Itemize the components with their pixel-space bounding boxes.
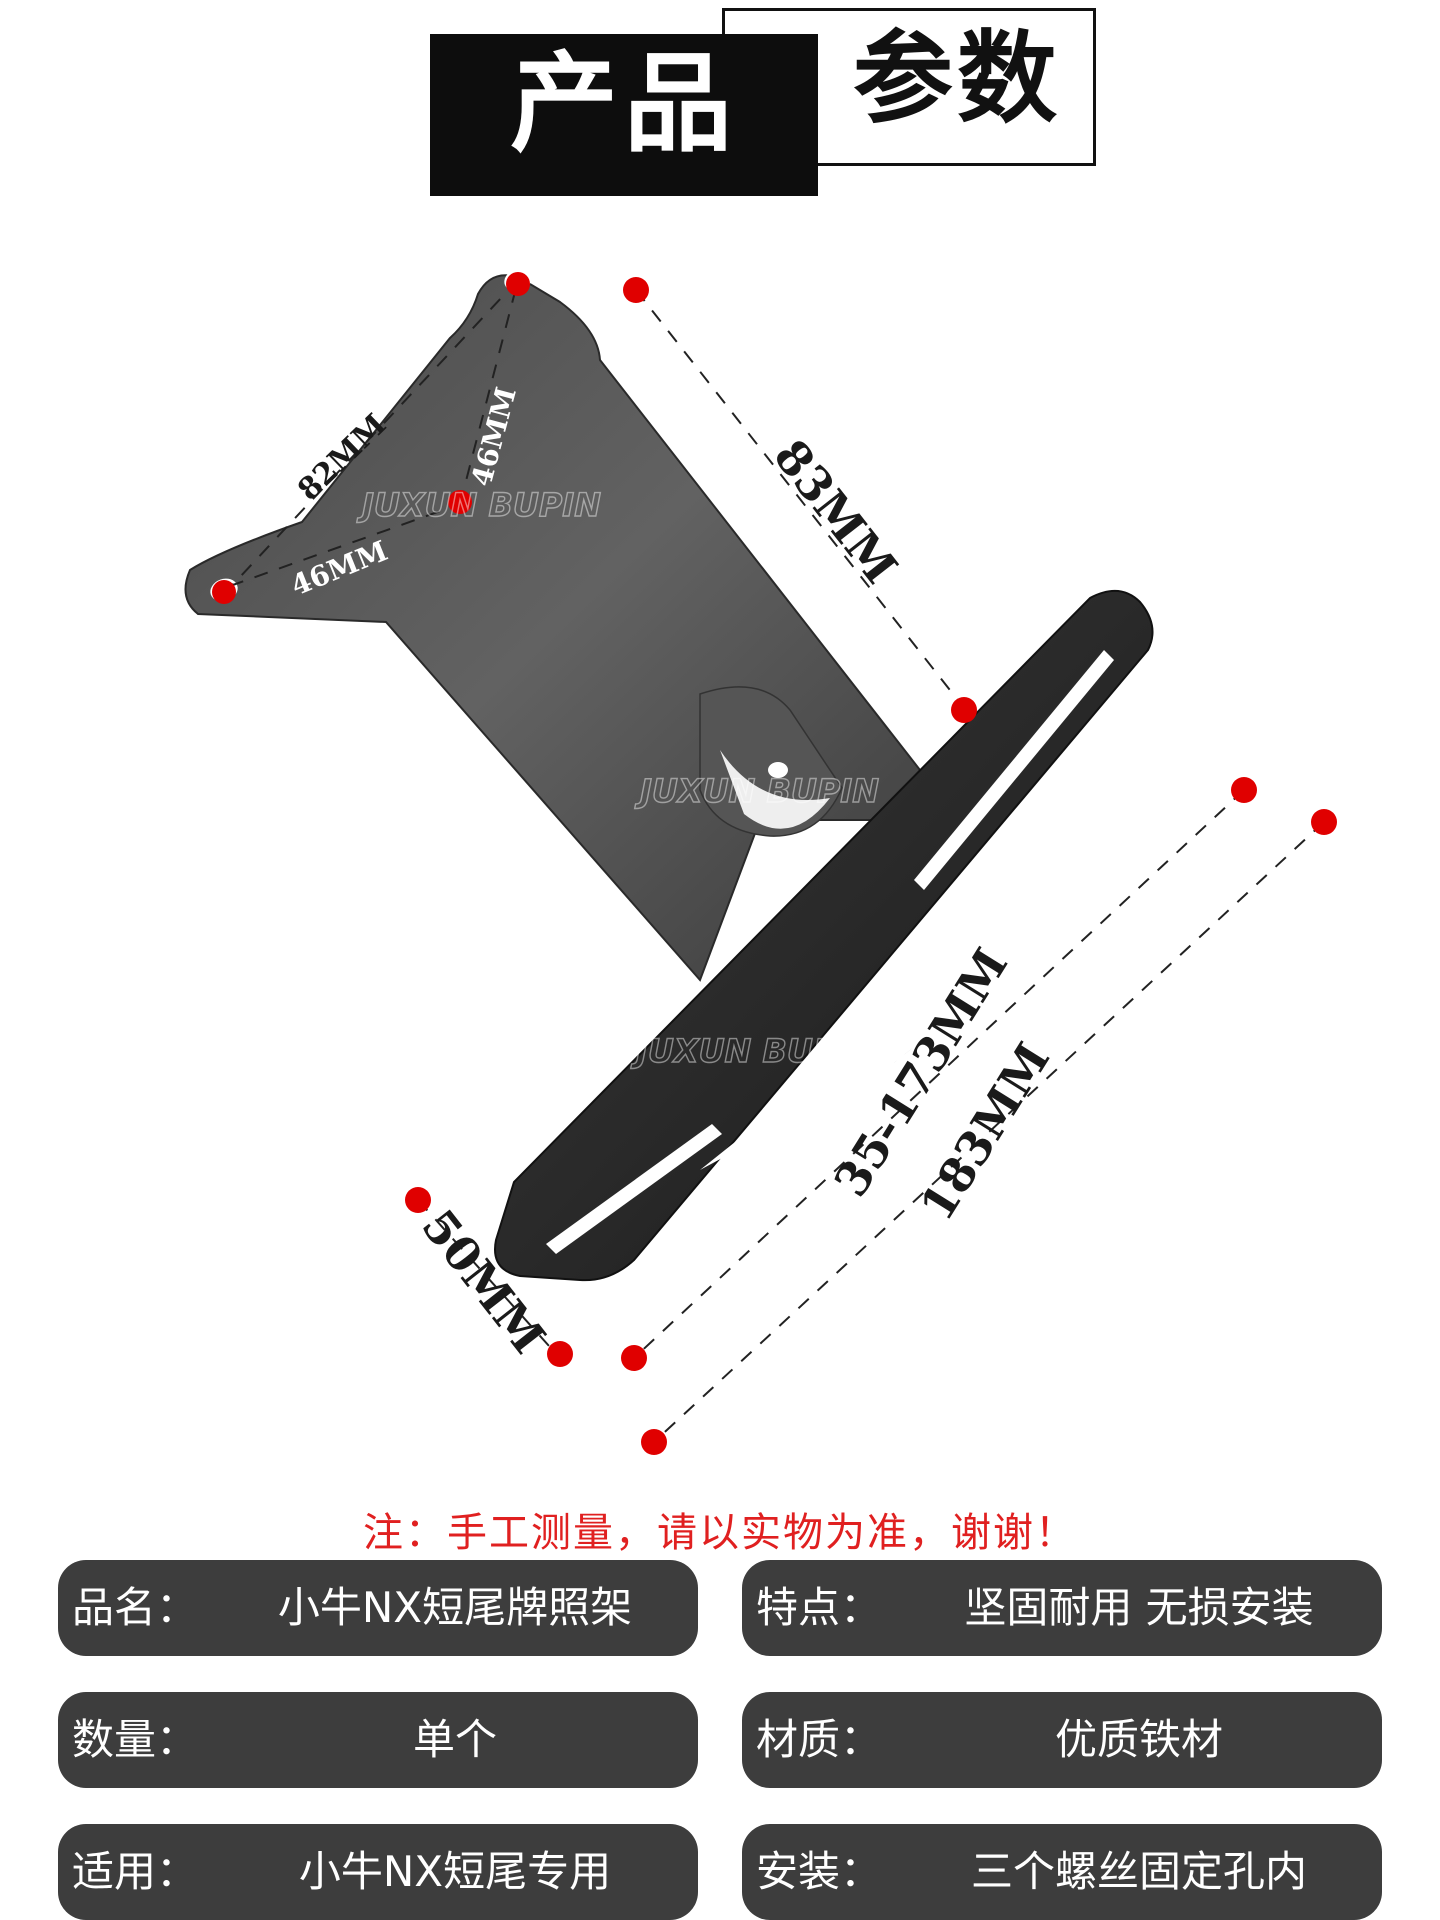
plate-cutout-right xyxy=(998,886,1058,970)
spec-value: 单个 xyxy=(412,1715,497,1764)
spec-item-product-name: 品名： 小牛NX短尾牌照架 xyxy=(58,1560,698,1656)
spec-key: 材质： xyxy=(756,1715,883,1764)
title-black-box xyxy=(430,34,818,196)
spec-grid: 品名： 小牛NX短尾牌照架 特点： 坚固耐用 无损安装 数量： 单个 材质： 优… xyxy=(58,1560,1382,1920)
spec-item-features: 特点： 坚固耐用 无损安装 xyxy=(742,1560,1382,1656)
dim-label-length: 83MM xyxy=(763,430,908,594)
spec-value: 坚固耐用 无损安装 xyxy=(964,1583,1314,1632)
plate-slot-lower xyxy=(546,1124,722,1254)
watermark-text-3: JUXUN BUPIN xyxy=(630,1032,875,1070)
plate-cutout-left xyxy=(906,884,992,1034)
spec-item-material: 材质： 优质铁材 xyxy=(742,1692,1382,1788)
spec-value: 小牛NX短尾牌照架 xyxy=(277,1583,633,1632)
watermark-text-2: JUXUN BUPIN xyxy=(634,772,879,810)
spec-key: 适用： xyxy=(72,1847,199,1896)
plate-cutout-bottom xyxy=(700,1090,848,1170)
title-right-text: 参数 xyxy=(853,19,1061,137)
spec-value: 三个螺丝固定孔内 xyxy=(970,1847,1307,1896)
dimension-lines xyxy=(223,279,1325,1443)
spec-key: 特点： xyxy=(756,1583,883,1632)
spec-value: 优质铁材 xyxy=(1054,1715,1223,1764)
measurement-note: 注：手工测量，请以实物为准，谢谢！ xyxy=(363,1510,1077,1556)
plate-slot-upper xyxy=(914,650,1114,890)
spec-key: 数量： xyxy=(72,1715,199,1764)
dimension-markers xyxy=(212,272,1337,1455)
title-left-text: 产品 xyxy=(509,41,738,167)
spec-value: 小牛NX短尾专用 xyxy=(298,1847,612,1896)
product-figure: JUXUN BUPIN JUXUN BUPIN JUXUN BUPIN 82MM… xyxy=(0,210,1440,1490)
center-tab-hole xyxy=(768,762,788,778)
spec-item-compatibility: 适用： 小牛NX短尾专用 xyxy=(58,1824,698,1920)
center-tab xyxy=(699,686,843,837)
header: 产品 参数 xyxy=(0,0,1440,210)
spec-key: 安装： xyxy=(756,1847,883,1896)
spec-item-installation: 安装： 三个螺丝固定孔内 xyxy=(742,1824,1382,1920)
spec-key: 品名： xyxy=(72,1583,199,1632)
center-slot xyxy=(720,750,830,829)
spec-item-quantity: 数量： 单个 xyxy=(58,1692,698,1788)
watermark-text-1: JUXUN BUPIN xyxy=(356,486,601,524)
plate-holder xyxy=(494,590,1154,1282)
bracket-drawing: JUXUN BUPIN JUXUN BUPIN JUXUN BUPIN 82MM… xyxy=(184,268,1337,1455)
bracket-mount-arm xyxy=(184,274,922,982)
